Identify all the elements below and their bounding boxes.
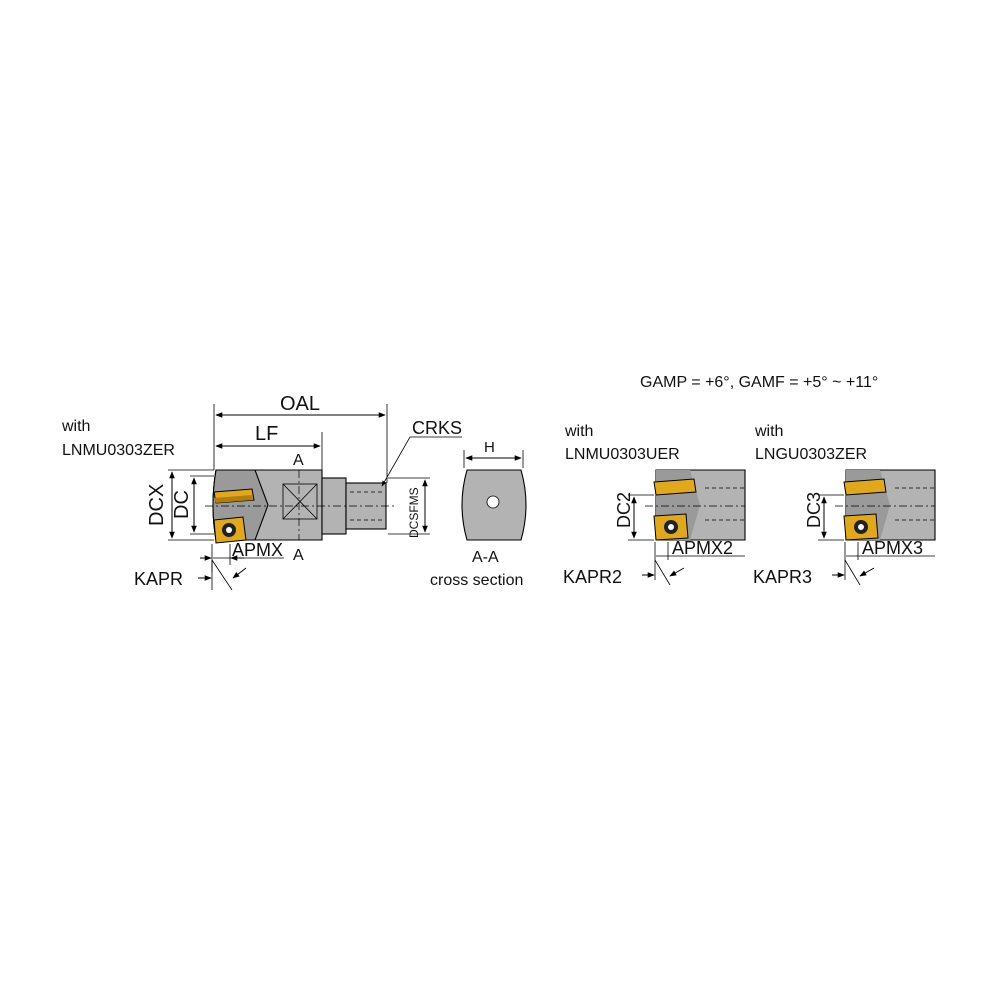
kapr-label: KAPR [134,569,183,589]
apmx2-label: APMX2 [672,538,733,558]
main-with-label: with [61,418,90,435]
main-insert-code: LNMU0303ZER [62,442,175,459]
crks-leader [381,436,462,487]
dcx-label: DCX [146,484,168,526]
apmx3-label: APMX3 [862,538,923,558]
dc3-label: DC3 [804,492,824,528]
main-insert-bottom [213,516,247,544]
main-view: with LNMU0303ZER [61,393,462,591]
dcsfms-label: DCSFMS [407,487,421,538]
variant-gu-view: with LNGU0303ZER DC3 APMX3 KAPR3 [753,423,936,587]
dc-label: DC [171,490,193,519]
kapr3-label: KAPR3 [753,567,812,587]
section-subtitle: cross section [430,572,523,589]
kapr2-label: KAPR2 [563,567,622,587]
section-mark-top: A [293,452,304,469]
gu-with-label: with [754,423,783,440]
uer-with-label: with [564,423,593,440]
h-label: H [484,439,495,456]
gu-insert-top [843,478,887,496]
gu-insert-code: LNGU0303ZER [755,446,867,463]
apmx-label: APMX [232,540,283,560]
lf-label: LF [255,423,278,445]
rake-angle-note: GAMP = +6°, GAMF = +5° ~ +11° [640,374,878,391]
uer-insert-top [653,478,697,496]
crks-label: CRKS [412,418,462,438]
oal-label: OAL [280,393,320,415]
main-insert-top [213,488,255,504]
variant-uer-view: with LNMU0303UER DC2 APMX2 KAPR2 [563,423,746,587]
section-coolant-hole [486,495,500,509]
section-title: A-A [472,549,499,566]
dc2-label: DC2 [614,492,634,528]
section-mark-bottom: A [293,547,304,564]
section-view: H A-A cross section [430,439,527,589]
uer-insert-code: LNMU0303UER [565,446,680,463]
